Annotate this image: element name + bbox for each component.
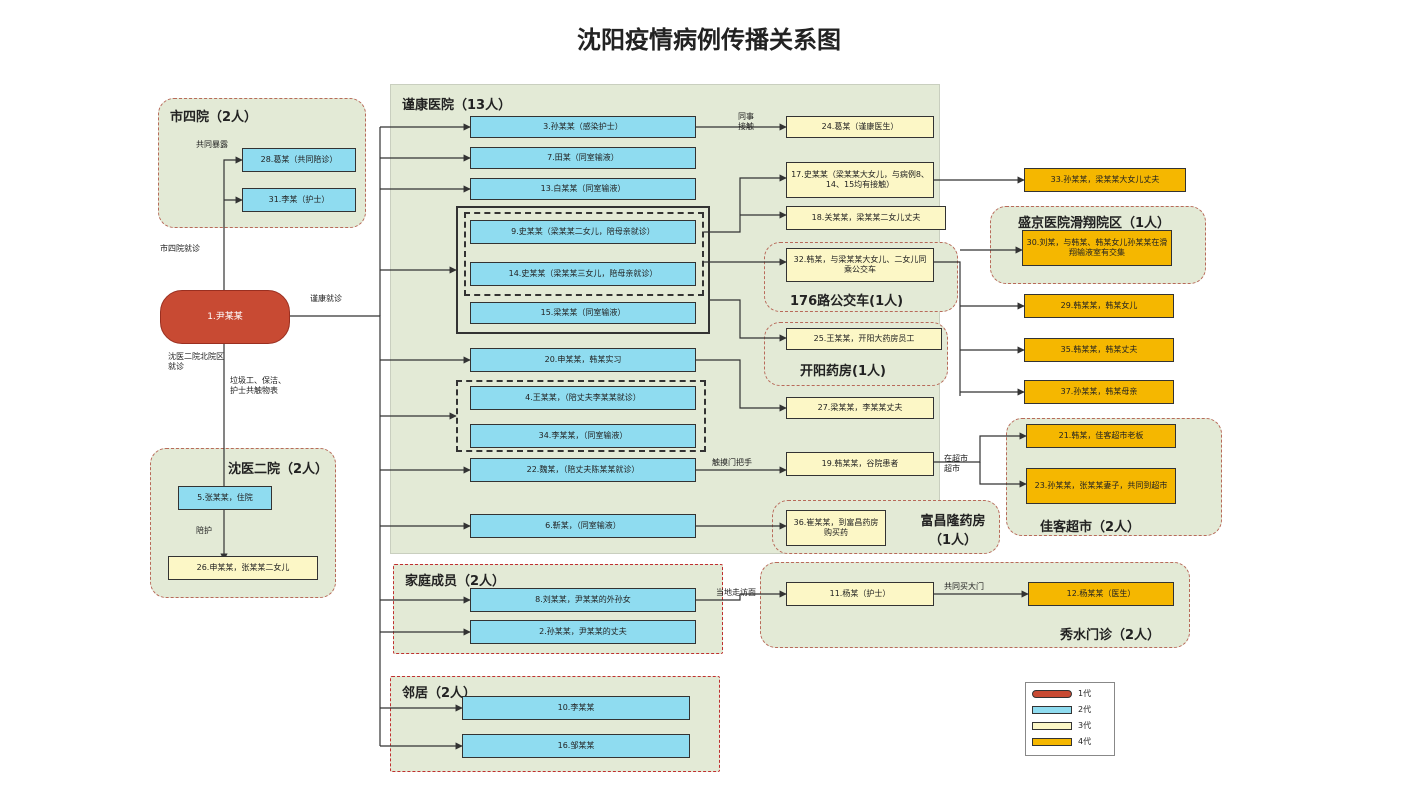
cluster-liang-family (456, 206, 710, 334)
page-title: 沈阳疫情病例传播关系图 (577, 26, 841, 54)
legend-label-2: 2代 (1078, 705, 1092, 714)
node-case-26: 26.申某某，张某某二女儿 (168, 556, 318, 580)
node-case-2: 2.孙某某，尹某某的丈夫 (470, 620, 696, 644)
node-case-1: 1.尹某某 (160, 290, 290, 344)
node-case-23: 23.孙某某，张某某妻子，共同到超市 (1026, 468, 1176, 504)
note-xiushui: 共同买大门 (944, 582, 984, 591)
note-lajigong: 垃圾工、保洁、护士共触物表 (230, 376, 286, 395)
node-case-17: 17.史某某（梁某某大女儿，与病例8、14、15均有接触） (786, 162, 934, 198)
node-case-20: 20.申某某，韩某实习 (470, 348, 696, 372)
legend-item-2: 2代 (1032, 703, 1112, 717)
cluster-wang-li (456, 380, 706, 452)
note-shenyi: 沈医二院北院区就诊 (168, 352, 224, 371)
node-case-21: 21.韩某，佳客超市老板 (1026, 424, 1176, 448)
node-case-7: 7.田某（同室输液） (470, 147, 696, 169)
group-jiating-label: 家庭成员（2人） (405, 574, 506, 589)
legend-label-4: 4代 (1078, 737, 1092, 746)
node-case-19: 19.韩某某，谷院患者 (786, 452, 934, 476)
node-case-6: 6.靳某，（同室输液） (470, 514, 696, 538)
legend-swatch-3 (1032, 722, 1072, 730)
node-case-36: 36.崔某某，到富昌药房购买药 (786, 510, 886, 546)
note-yinkang-jiuzhen: 谨康就诊 (310, 294, 342, 303)
group-shisi-label: 市四院（2人） (170, 110, 258, 125)
node-case-9: 9.史某某（梁某某二女儿，陪母亲就诊） (470, 220, 696, 244)
node-case-29: 29.韩某某，韩某女儿 (1024, 294, 1174, 318)
node-case-24: 24.葛某（谨康医生） (786, 116, 934, 138)
legend: 1代 2代 3代 4代 (1025, 682, 1115, 756)
group-linju-label: 邻居（2人） (402, 686, 477, 701)
legend-swatch-1 (1032, 690, 1072, 698)
node-case-10: 10.李某某 (462, 696, 690, 720)
group-jiake-label: 佳客超市（2人） (1040, 520, 1141, 535)
note-chaoshi: 在超市 超市 (944, 454, 968, 473)
note-shisi-jiuzhen: 市四院就诊 (160, 244, 200, 253)
note-baojie: 触摸门把手 (712, 458, 752, 467)
cluster-liang-daughters (464, 212, 704, 296)
group-xiushui-label: 秀水门诊（2人） (1060, 628, 1161, 643)
legend-item-3: 3代 (1032, 719, 1112, 733)
group-shenyi2-label: 沈医二院（2人） (228, 462, 329, 477)
node-case-5: 5.张某某，住院 (178, 486, 272, 510)
node-case-35: 35.韩某某，韩某丈夫 (1024, 338, 1174, 362)
legend-swatch-2 (1032, 706, 1072, 714)
node-case-22: 22.魏某，（陪丈夫陈某某就诊） (470, 458, 696, 482)
group-kaiyang-label: 开阳药房(1人) (800, 364, 886, 379)
note-jiating: 当地走访面 (716, 588, 756, 597)
legend-item-1: 1代 (1032, 687, 1112, 701)
node-case-25: 25.王某某，开阳大药房员工 (786, 328, 942, 350)
group-shengjing-label: 盛京医院滑翔院区（1人） (1018, 216, 1171, 231)
node-case-28: 28.葛某（共同陪诊） (242, 148, 356, 172)
node-case-3: 3.孙某某（感染护士） (470, 116, 696, 138)
node-case-13: 13.白某某（同室输液） (470, 178, 696, 200)
legend-item-4: 4代 (1032, 735, 1112, 749)
node-case-27: 27.梁某某，李某某丈夫 (786, 397, 934, 419)
node-case-8: 8.刘某某，尹某某的外孙女 (470, 588, 696, 612)
note-shisi-tong: 共同暴露 (196, 140, 228, 149)
node-case-37: 37.孙某某，韩某母亲 (1024, 380, 1174, 404)
node-case-18: 18.关某某，梁某某二女儿丈夫 (786, 206, 946, 230)
legend-label-3: 3代 (1078, 721, 1092, 730)
node-case-14: 14.史某某（梁某某三女儿，陪母亲就诊） (470, 262, 696, 286)
note-peihu: 陪护 (196, 526, 212, 535)
legend-swatch-4 (1032, 738, 1072, 746)
legend-label-1: 1代 (1078, 689, 1092, 698)
group-yinkang-label: 谨康医院（13人） (402, 98, 512, 113)
node-case-31: 31.李某（护士） (242, 188, 356, 212)
node-case-16: 16.邹某某 (462, 734, 690, 758)
node-case-33: 33.孙某某，梁某某大女儿丈夫 (1024, 168, 1186, 192)
node-case-4: 4.王某某，（陪丈夫李某某就诊） (470, 386, 696, 410)
node-case-30: 30.刘某，与韩某、韩某女儿孙某某在滑翔输液室有交集 (1022, 230, 1172, 266)
node-case-12: 12.杨某某（医生） (1028, 582, 1174, 606)
group-bus-label: 176路公交车(1人) (790, 294, 904, 309)
node-case-32: 32.韩某，与梁某某大女儿、二女儿同乘公交车 (786, 248, 934, 282)
node-case-11: 11.杨某（护士） (786, 582, 934, 606)
group-fuchang-label: 富昌隆药房（1人） (920, 514, 986, 548)
note-tongshi: 同事 接触 (738, 112, 754, 131)
node-case-15: 15.梁某某（同室输液） (470, 302, 696, 324)
node-case-34: 34.李某某，（同室输液） (470, 424, 696, 448)
